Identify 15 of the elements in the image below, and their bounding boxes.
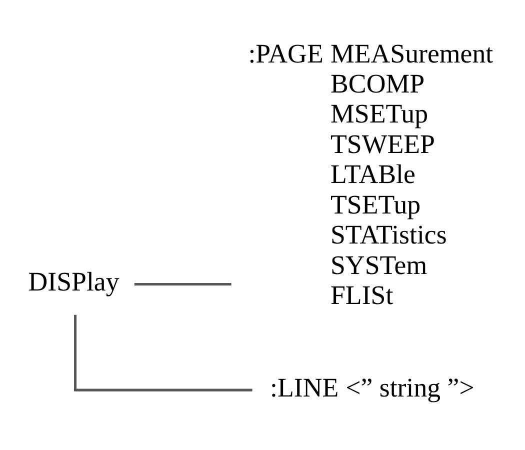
node-label: SYSTem: [330, 249, 428, 280]
connector: [134, 282, 232, 286]
node-text: DISPlay: [28, 266, 120, 296]
node-label: TSETup: [330, 188, 421, 219]
node-label: STATistics: [330, 219, 447, 250]
node-label: BCOMP: [330, 68, 425, 98]
node-label: FLISt: [330, 280, 394, 310]
node-label: LTABle: [330, 158, 416, 189]
node-text: :PAGE: [248, 38, 324, 68]
node-label: TSWEEP: [330, 128, 435, 158]
connector: [74, 314, 252, 391]
node-label: <” string ”>: [346, 372, 474, 402]
node-label: MEASurement: [330, 38, 494, 68]
node-text: :LINE: [270, 372, 339, 402]
node-label: MSETup: [330, 98, 428, 128]
